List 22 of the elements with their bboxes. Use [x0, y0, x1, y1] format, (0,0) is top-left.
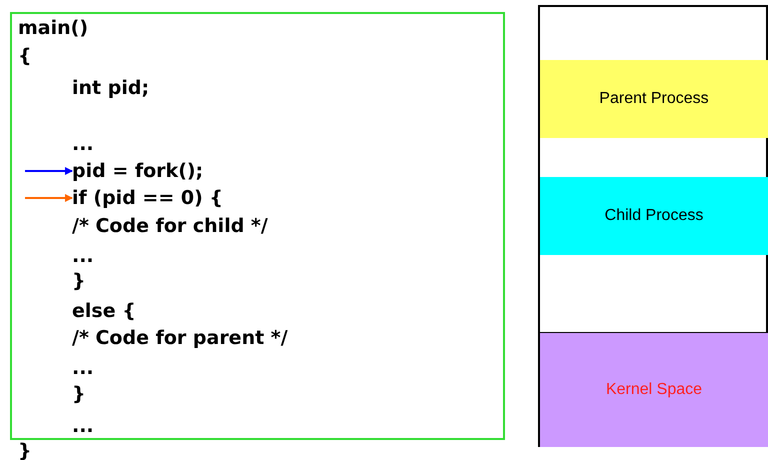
- code-panel: [10, 12, 505, 440]
- memory-region: Kernel Space: [540, 332, 768, 447]
- code-line: /* Code for parent */: [72, 327, 288, 349]
- arrow: [25, 194, 73, 202]
- code-line: }: [72, 270, 86, 292]
- memory-region: Child Process: [540, 177, 768, 255]
- code-line: ...: [72, 415, 94, 437]
- code-line: else {: [72, 300, 136, 322]
- arrow: [25, 167, 73, 175]
- memory-region: Parent Process: [540, 60, 768, 138]
- code-line: /* Code for child */: [72, 215, 268, 237]
- code-line: ...: [72, 357, 94, 379]
- code-line: main(): [18, 17, 88, 39]
- code-line: {: [18, 45, 32, 67]
- code-line: }: [72, 383, 86, 405]
- code-line: ...: [72, 133, 94, 155]
- code-line: pid = fork();: [72, 160, 204, 182]
- code-line: int pid;: [72, 77, 150, 99]
- code-line: }: [18, 440, 32, 460]
- memory-layout-panel: [538, 5, 768, 447]
- code-line: if (pid == 0) {: [72, 187, 223, 209]
- code-line: ...: [72, 245, 94, 267]
